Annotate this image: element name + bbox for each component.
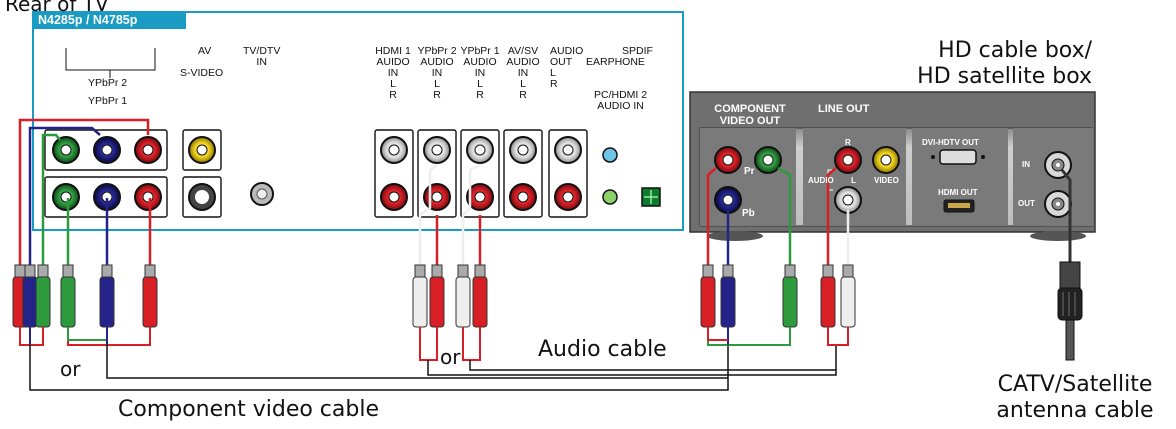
- box-video-label: VIDEO: [874, 176, 899, 185]
- hdmi1-audio-label: HDMI 1 AUIDO IN L R: [375, 45, 411, 101]
- component-cable-loop-inner: [106, 345, 728, 379]
- plug-green-2: [60, 264, 76, 328]
- pc-hdmi2-label: PC/HDMI 2 AUDIO IN: [594, 89, 648, 112]
- ypbpr2-audio-label: YPbPr 2 AUDIO IN L R: [417, 45, 457, 101]
- ypbpr1-audio-label: YPbPr 1 AUDIO IN L R: [460, 45, 500, 101]
- ypbpr1-label: YPbPr 1: [88, 95, 128, 107]
- earphone-label: EARPHONE: [586, 56, 645, 68]
- tv-audio-plugs: [412, 264, 488, 328]
- tvdtv-label: TV/DTV IN: [243, 45, 281, 68]
- ypbpr2-label: YPbPr 2: [88, 77, 128, 89]
- pr-label: Pr: [744, 166, 755, 177]
- plug-red-2: [142, 264, 158, 328]
- audio-cable-loop: [427, 345, 837, 376]
- line-out-label: LINE OUT: [818, 103, 870, 115]
- audio-out-label: AUDIO OUT L R: [550, 45, 584, 90]
- box-out-label: OUT: [1018, 199, 1035, 208]
- box-l-label: L: [851, 176, 856, 185]
- cable-box: [689, 91, 1096, 241]
- component-cable-loop-outer: [29, 345, 729, 391]
- av-label: AV: [198, 45, 212, 57]
- cable-box-title: HD cable box/ HD satellite box: [917, 38, 1092, 89]
- component-video-out-label: COMPONENT VIDEO OUT: [714, 103, 786, 127]
- earphone-jack: [602, 147, 618, 163]
- tv-header-partial: Rear of TV: [5, 0, 109, 16]
- or-left-label: or: [60, 357, 81, 381]
- tv-component-plugs: [12, 264, 158, 328]
- tv-jacks: [52, 136, 661, 211]
- tv-model-label: N4285p / N4785p: [38, 13, 138, 27]
- plug-green-1: [35, 264, 51, 328]
- avsv-audio-label: AV/SV AUDIO IN L R: [506, 45, 540, 101]
- tv-model-tab: [33, 12, 186, 29]
- plug-blue-2: [99, 264, 115, 328]
- box-component-plugs: [700, 264, 856, 328]
- catv-cable-label: CATV/Satellite antenna cable: [996, 372, 1154, 423]
- hdmi-out-label: HDMI OUT: [938, 188, 978, 197]
- audio-cable-label: Audio cable: [538, 337, 667, 362]
- box-dvi-port: [939, 149, 977, 165]
- box-in-label: IN: [1022, 160, 1030, 169]
- box-audio-label: AUDIO: [808, 176, 834, 185]
- component-video-cable-tv: [18, 118, 152, 265]
- plug-blue-1: [22, 264, 38, 328]
- pb-label: Pb: [742, 208, 755, 219]
- box-r-label: R: [845, 138, 851, 147]
- component-video-cable-label: Component video cable: [118, 397, 379, 422]
- svideo-label: S-VIDEO: [180, 67, 224, 79]
- spdif-label: SPDIF: [622, 45, 653, 57]
- catv-connector: [1057, 261, 1083, 361]
- or-middle-label: or: [440, 345, 461, 369]
- pc-hdmi2-audio-jack: [602, 189, 618, 205]
- dvi-hdtv-out-label: DVI-HDTV OUT: [922, 138, 979, 147]
